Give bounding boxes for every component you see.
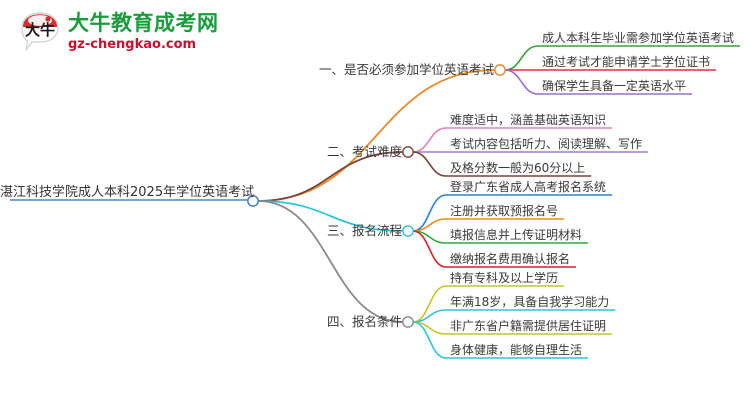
mindmap-leaf-label-4-1[interactable]: 持有专科及以上学历	[450, 271, 559, 285]
mindmap-leaf-label-3-3[interactable]: 填报信息并上传证明材料	[450, 228, 583, 242]
mindmap-leaf-label-3-2[interactable]: 注册并获取预报名号	[450, 204, 559, 218]
logo-text: 大牛教育成考网 gz-chengkao.com	[68, 11, 219, 53]
mindmap-branch-label-4[interactable]: 四、报名条件	[326, 314, 402, 329]
mindmap-connectors	[247, 64, 506, 328]
mindmap-branch-label-2[interactable]: 二、考试难度	[326, 144, 402, 159]
mindmap-leaf-label-2-1[interactable]: 难度适中，涵盖基础英语知识	[450, 113, 607, 127]
mindmap-branch-label-1[interactable]: 一、是否必须参加学位英语考试	[318, 62, 494, 77]
mindmap-leaf-label-4-2[interactable]: 年满18岁，具备自我学习能力	[450, 295, 610, 309]
site-logo: 大牛 大牛教育成考网 gz-chengkao.com	[18, 8, 248, 56]
mindmap-leaf-label-1-1[interactable]: 成人本科生毕业需参加学位英语考试	[542, 31, 735, 45]
mindmap-underlines	[10, 45, 741, 359]
logo-domain: gz-chengkao.com	[68, 37, 197, 52]
mindmap-leaf-label-4-3[interactable]: 非广东省户籍需提供居住证明	[450, 319, 607, 333]
mindmap-leaf-label-2-3[interactable]: 及格分数一般为60分以上	[450, 161, 586, 175]
mindmap-leaf-label-1-2[interactable]: 通过考试才能申请学士学位证书	[542, 55, 711, 69]
mindmap-root-label[interactable]: 湛江科技学院成人本科2025年学位英语考试	[0, 185, 255, 200]
mindmap-leaf-label-3-1[interactable]: 登录广东省成人高考报名系统	[450, 180, 607, 194]
da-niu-speech-bubble-logo-icon: 大牛	[18, 10, 62, 54]
mindmap-edges	[257, 45, 539, 359]
logo-title: 大牛教育成考网	[68, 11, 219, 35]
mindmap-leaf-label-2-2[interactable]: 考试内容包括听力、阅读理解、写作	[450, 137, 643, 151]
mindmap-branch-label-3[interactable]: 三、报名流程	[326, 223, 402, 238]
mindmap-leaf-label-4-4[interactable]: 身体健康，能够自理生活	[450, 343, 583, 357]
mindmap-leaf-label-3-4[interactable]: 缴纳报名费用确认报名	[450, 252, 571, 266]
svg-text:大牛: 大牛	[25, 21, 55, 39]
mindmap-leaf-label-1-3[interactable]: 确保学生具备一定英语水平	[542, 79, 687, 93]
